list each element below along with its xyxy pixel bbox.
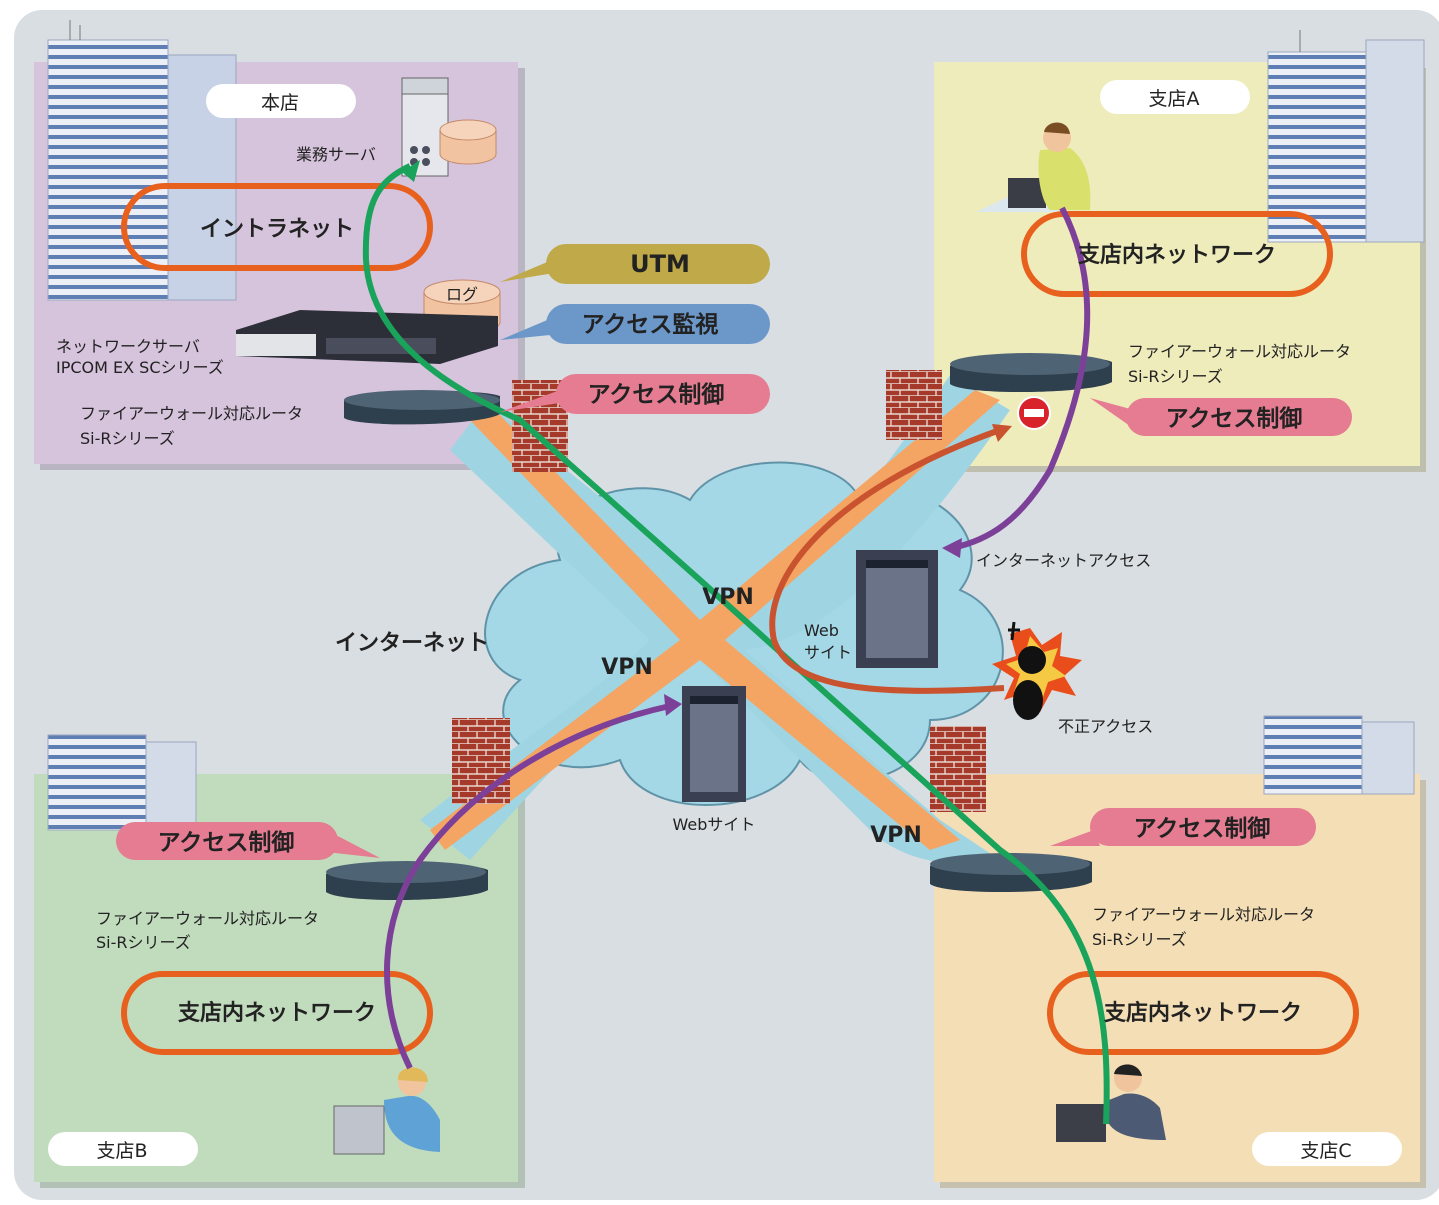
hq-name-pill xyxy=(206,84,356,118)
branch-c-user-icon xyxy=(1056,1064,1166,1142)
hq-intranet-ring xyxy=(121,183,433,271)
branch-c-name: 支店C xyxy=(1300,1140,1351,1162)
green-flow-arrow xyxy=(362,163,1110,1125)
attacker-devil-icon xyxy=(992,621,1082,720)
vpn-label-3: VPN xyxy=(870,823,922,848)
branch-a-router-label-1: ファイアーウォール対応ルータ xyxy=(1128,342,1351,361)
branch-a-access-control-callout: アクセス制御 xyxy=(1090,398,1352,436)
branch-a-router-label-2: Si-Rシリーズ xyxy=(1128,367,1223,386)
hq-router-icon xyxy=(344,390,500,425)
branch-a-access-control-label: アクセス制御 xyxy=(1166,405,1303,432)
intranet-label: イントラネット xyxy=(200,217,354,242)
hq-router-label-2: Si-Rシリーズ xyxy=(80,429,175,448)
branch-a-network-label: 支店内ネットワーク xyxy=(1078,243,1276,268)
netserver-label-2: IPCOM EX SCシリーズ xyxy=(56,358,224,377)
branch-b-network-label: 支店内ネットワーク xyxy=(178,1001,376,1026)
business-server-icon xyxy=(401,77,449,177)
internet-access-label: インターネットアクセス xyxy=(976,551,1151,570)
hq-building-icon xyxy=(47,20,237,301)
hq-name: 本店 xyxy=(261,92,299,114)
purple-flow-arrow-a xyxy=(951,206,1091,551)
purple-flow-arrow-b xyxy=(384,703,671,1070)
branch-b-router-label-1: ファイアーウォール対応ルータ xyxy=(96,909,319,928)
branch-b-user-icon xyxy=(333,1067,440,1155)
web-site-center-label: Webサイト xyxy=(673,815,756,834)
branch-b-router-label-2: Si-Rシリーズ xyxy=(96,933,191,952)
branch-b-name-pill xyxy=(48,1132,198,1166)
branch-b-building-icon xyxy=(47,734,197,831)
hq-router-label-1: ファイアーウォール対応ルータ xyxy=(80,404,303,423)
branch-a-network-ring xyxy=(1021,211,1333,297)
access-monitor-label: アクセス監視 xyxy=(582,312,719,338)
branch-b-firewall-icon xyxy=(452,718,510,804)
branch-c-network-label: 支店内ネットワーク xyxy=(1104,1001,1302,1026)
access-monitor-callout: アクセス監視 xyxy=(500,304,770,344)
branch-a-building-icon xyxy=(1267,30,1425,243)
utm-label: UTM xyxy=(630,250,690,278)
purple-arrowhead-b xyxy=(664,694,682,716)
utm-callout: UTM xyxy=(500,244,770,284)
branch-b-name: 支店B xyxy=(96,1140,147,1162)
branch-a-name: 支店A xyxy=(1149,88,1200,110)
netserver-label-1: ネットワークサーバ xyxy=(56,337,200,356)
web-server-rack-icon xyxy=(682,686,746,802)
branch-b-access-control-callout: アクセス制御 xyxy=(116,822,380,860)
branch-a-router-icon xyxy=(950,353,1112,393)
branch-a-firewall-icon xyxy=(886,370,942,440)
vpn-label-1: VPN xyxy=(702,585,754,610)
log-label: ログ xyxy=(446,285,478,304)
branch-b-network-ring xyxy=(121,971,433,1055)
branch-c-router-label-2: Si-Rシリーズ xyxy=(1092,930,1187,949)
branch-c-access-control-label: アクセス制御 xyxy=(1134,815,1271,842)
branch-c-name-pill xyxy=(1252,1132,1402,1166)
internet-label: インターネット xyxy=(335,631,489,656)
illegal-access-arrow xyxy=(769,427,1005,694)
hq-access-control-label: アクセス制御 xyxy=(588,381,725,408)
branch-c-router-label-1: ファイアーウォール対応ルータ xyxy=(1092,905,1315,924)
illegal-access-label: 不正アクセス xyxy=(1058,717,1153,736)
web-server-rack-right-icon xyxy=(856,550,938,668)
branch-c-access-control-callout: アクセス制御 xyxy=(1050,808,1316,846)
no-entry-icon xyxy=(1017,396,1051,430)
branch-c-firewall-icon xyxy=(930,726,986,812)
illegal-access-arrowhead xyxy=(992,424,1012,442)
branch-c-network-ring xyxy=(1047,971,1359,1055)
branch-a-user-icon xyxy=(976,122,1091,212)
database-icon xyxy=(439,119,497,165)
network-server-icon xyxy=(236,310,498,364)
business-server-label: 業務サーバ xyxy=(296,145,376,164)
branch-c-router-icon xyxy=(930,853,1092,893)
web-site-right-label-1: Web xyxy=(804,621,839,640)
purple-arrowhead-a xyxy=(942,538,962,558)
branch-a-name-pill xyxy=(1100,80,1250,114)
web-site-right-label-2: サイト xyxy=(804,643,852,662)
branch-b-access-control-label: アクセス制御 xyxy=(158,829,295,856)
vpn-label-2: VPN xyxy=(601,655,653,680)
branch-c-building-icon xyxy=(1263,715,1415,795)
green-arrowhead xyxy=(402,160,420,182)
hq-access-control-callout: アクセス制御 xyxy=(500,374,770,414)
